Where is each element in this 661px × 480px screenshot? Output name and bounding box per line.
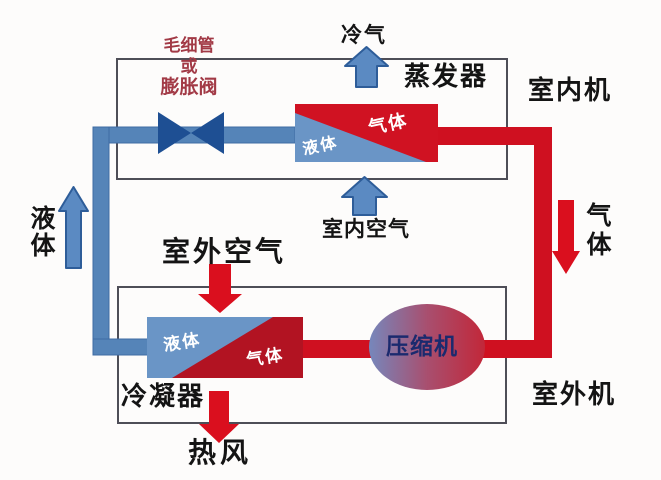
compressor-ellipse [369,304,485,390]
cold-air-arrow-icon [344,46,389,88]
hot-air-label: 热风 [188,437,253,468]
condenser-label: 冷凝器 [121,381,206,411]
liquid-side-label: 液体 [30,205,56,260]
outdoor-air-arrow-icon [198,264,242,313]
liquid-pipe-top [92,126,296,144]
gas-pipe-vertical [534,127,552,358]
capillary-label-line3: 膨胀阀 [160,77,218,98]
evaporator-exchanger [295,104,438,162]
liquid-pipe-bottom [92,338,150,356]
gas-flow-arrow-icon [552,200,580,274]
capillary-label-line1: 毛细管 [163,36,215,55]
gas-pipe-top [437,127,552,145]
condenser-exchanger [147,317,303,378]
evaporator-label: 蒸发器 [404,61,489,91]
capillary-or-expansion-valve-label: 毛细管 或 膨胀阀 [140,35,238,98]
gas-side-label: 气体 [586,202,612,259]
cold-air-label: 冷气 [341,24,387,47]
expansion-valve-icon [158,112,224,154]
compressor-label: 压缩机 [386,333,458,359]
indoor-air-arrow-icon [341,176,388,216]
indoor-unit-label: 室内机 [528,75,613,105]
liquid-pipe-vertical [92,126,110,356]
outdoor-unit-label: 室外机 [532,379,617,409]
indoor-unit-box [116,58,508,180]
hot-air-arrow-icon [199,391,239,443]
capillary-label-line2: 或 [180,57,198,76]
liquid-flow-arrow-icon [58,186,89,269]
indoor-air-label: 室内空气 [322,218,410,241]
outdoor-air-label: 室外空气 [162,236,287,267]
